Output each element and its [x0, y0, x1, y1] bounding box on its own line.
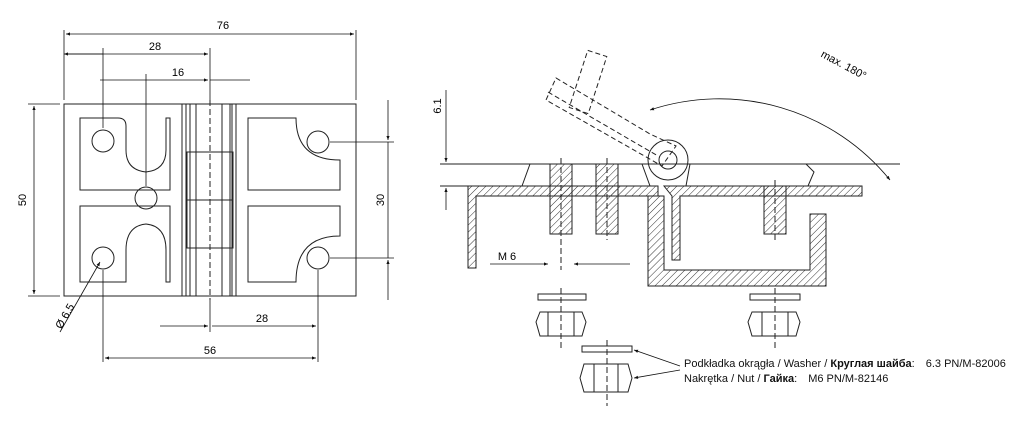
front-view-dimensions [28, 30, 394, 362]
hole-top-left [91, 129, 115, 153]
dim-6-1-label: 6.1 [432, 98, 444, 113]
dim-30-label: 30 [375, 194, 387, 206]
dim-56-label: 56 [204, 345, 216, 357]
dim-76-label: 76 [217, 20, 229, 32]
dim-28-bottom-label: 28 [256, 313, 268, 325]
hole-center-left [134, 186, 158, 210]
fastener-legend: Podkładka okrągła / Washer / Круглая шай… [684, 357, 1006, 387]
right-pocket-bottom [247, 205, 341, 283]
front-dimension-labels: 76 28 16 50 30 Ø 6.5 28 56 [17, 20, 387, 357]
hinge-front-view [63, 100, 357, 300]
angle-label: max. 180° [819, 48, 868, 82]
dim-16-label: 16 [172, 67, 184, 79]
left-pocket-top [79, 117, 171, 191]
washer-ru: Круглая шайба [830, 358, 912, 370]
nut-pl: Nakrętka [684, 373, 729, 385]
hole-top-right [306, 130, 330, 154]
legend-washer-row: Podkładka okrągła / Washer / Круглая шай… [684, 358, 1006, 370]
legend-nut-row: Nakrętka / Nut / Гайка: M6 PN/M-82146 [684, 373, 889, 385]
washer-pl: Podkładka okrągła [684, 358, 775, 370]
right-leaf-outline [235, 103, 357, 297]
hinge-base-left [521, 163, 651, 187]
left-pocket-bottom [79, 205, 171, 283]
left-leaf-outline [63, 103, 183, 297]
hole-bottom-right [306, 246, 330, 270]
dim-50-label: 50 [17, 194, 29, 206]
washer-spec: 6.3 PN/M-82006 [925, 358, 1006, 370]
nut-ru: Гайка [763, 373, 795, 385]
thread-label: M 6 [498, 251, 516, 263]
nut-legend [579, 363, 633, 393]
opened-leaf-phantom [545, 49, 677, 167]
nut-en: Nut [737, 373, 755, 385]
section-view-dimensions [444, 90, 891, 266]
washer-left [537, 293, 587, 301]
u-channel-section [647, 195, 827, 287]
left-profile-section [467, 185, 659, 269]
legend-leaders [633, 349, 681, 379]
hole-bottom-left [91, 246, 115, 270]
dim-28-top-label: 28 [149, 41, 161, 53]
dim-diameter-label: Ø 6.5 [53, 302, 77, 331]
fasteners [535, 288, 801, 406]
right-pocket-top [247, 117, 341, 191]
nut-spec: M6 PN/M-82146 [808, 373, 889, 385]
right-profile-section [662, 185, 863, 261]
hinge-base-right [685, 163, 815, 187]
washer-en: Washer [783, 358, 822, 370]
nut-right [747, 311, 801, 337]
